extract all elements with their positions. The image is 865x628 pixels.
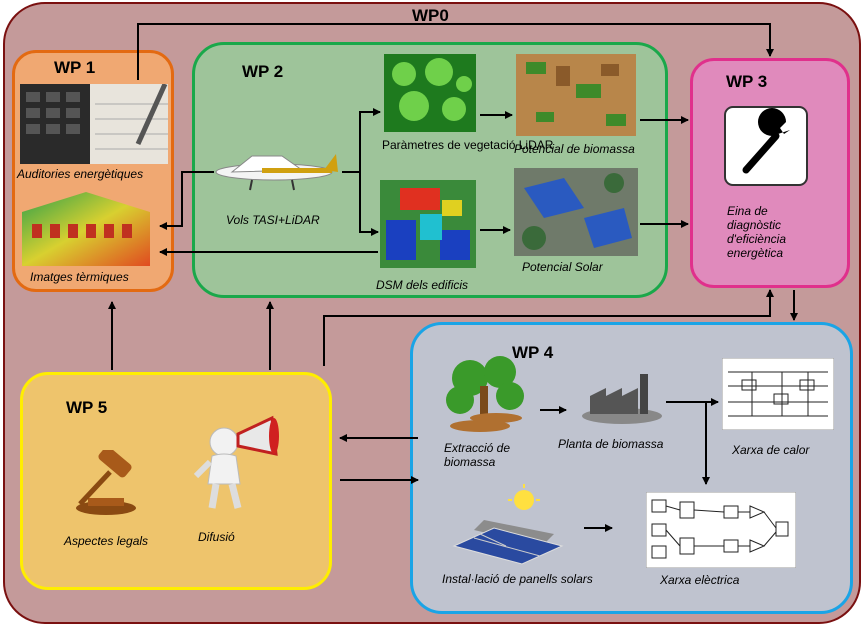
wp1-title: WP 1	[54, 58, 96, 77]
solar-panels-image	[452, 484, 564, 565]
solar-potential-label: Potencial Solar	[522, 260, 603, 274]
dsm-buildings-image	[380, 180, 476, 268]
dissemination-label: Difusió	[198, 530, 235, 544]
audits-label: Auditories energètiques	[17, 167, 144, 181]
dsm-label: DSM dels edificis	[376, 278, 469, 292]
flights-label: Vols TASI+LiDAR	[226, 213, 320, 227]
energy-audit-image	[20, 84, 168, 164]
wp4-title: WP 4	[512, 343, 554, 362]
heat-network-diagram	[722, 358, 834, 430]
biomass-extraction-label: Extracció de biomassa	[444, 441, 511, 469]
gavel-icon	[76, 450, 136, 515]
power-grid-label: Xarxa elèctrica	[660, 573, 740, 587]
vegetation-label: Paràmetres de vegetació LiDAR	[382, 138, 554, 152]
biomass-potential-image	[516, 54, 636, 136]
solar-potential-image	[514, 168, 638, 256]
biomass-extraction-image	[446, 356, 524, 432]
biomass-potential-label: Potencial de biomassa	[514, 142, 635, 156]
thermal-image	[22, 192, 150, 266]
biomass-plant-icon	[582, 374, 662, 424]
thermal-label: Imatges tèrmiques	[30, 270, 129, 284]
wp0-title: WP0	[412, 6, 449, 25]
airplane-image	[215, 154, 338, 191]
wp2-title: WP 2	[242, 62, 284, 81]
solar-panels-label: Instal·lació de panells solars	[442, 572, 593, 586]
legal-aspects-label: Aspectes legals	[64, 534, 149, 548]
diagnostic-tool-label: Eina de diagnòstic d'eficiència energèti…	[727, 204, 786, 260]
heat-network-label: Xarxa de calor	[732, 443, 810, 457]
wp5-title: WP 5	[66, 398, 108, 417]
wp3-title: WP 3	[726, 72, 768, 91]
megaphone-person-icon	[193, 415, 279, 509]
biomass-plant-label: Planta de biomassa	[558, 437, 664, 451]
power-grid-diagram	[646, 492, 796, 568]
wp5-box	[20, 372, 332, 590]
vegetation-lidar-image	[384, 54, 476, 132]
wrench-icon	[724, 106, 808, 186]
